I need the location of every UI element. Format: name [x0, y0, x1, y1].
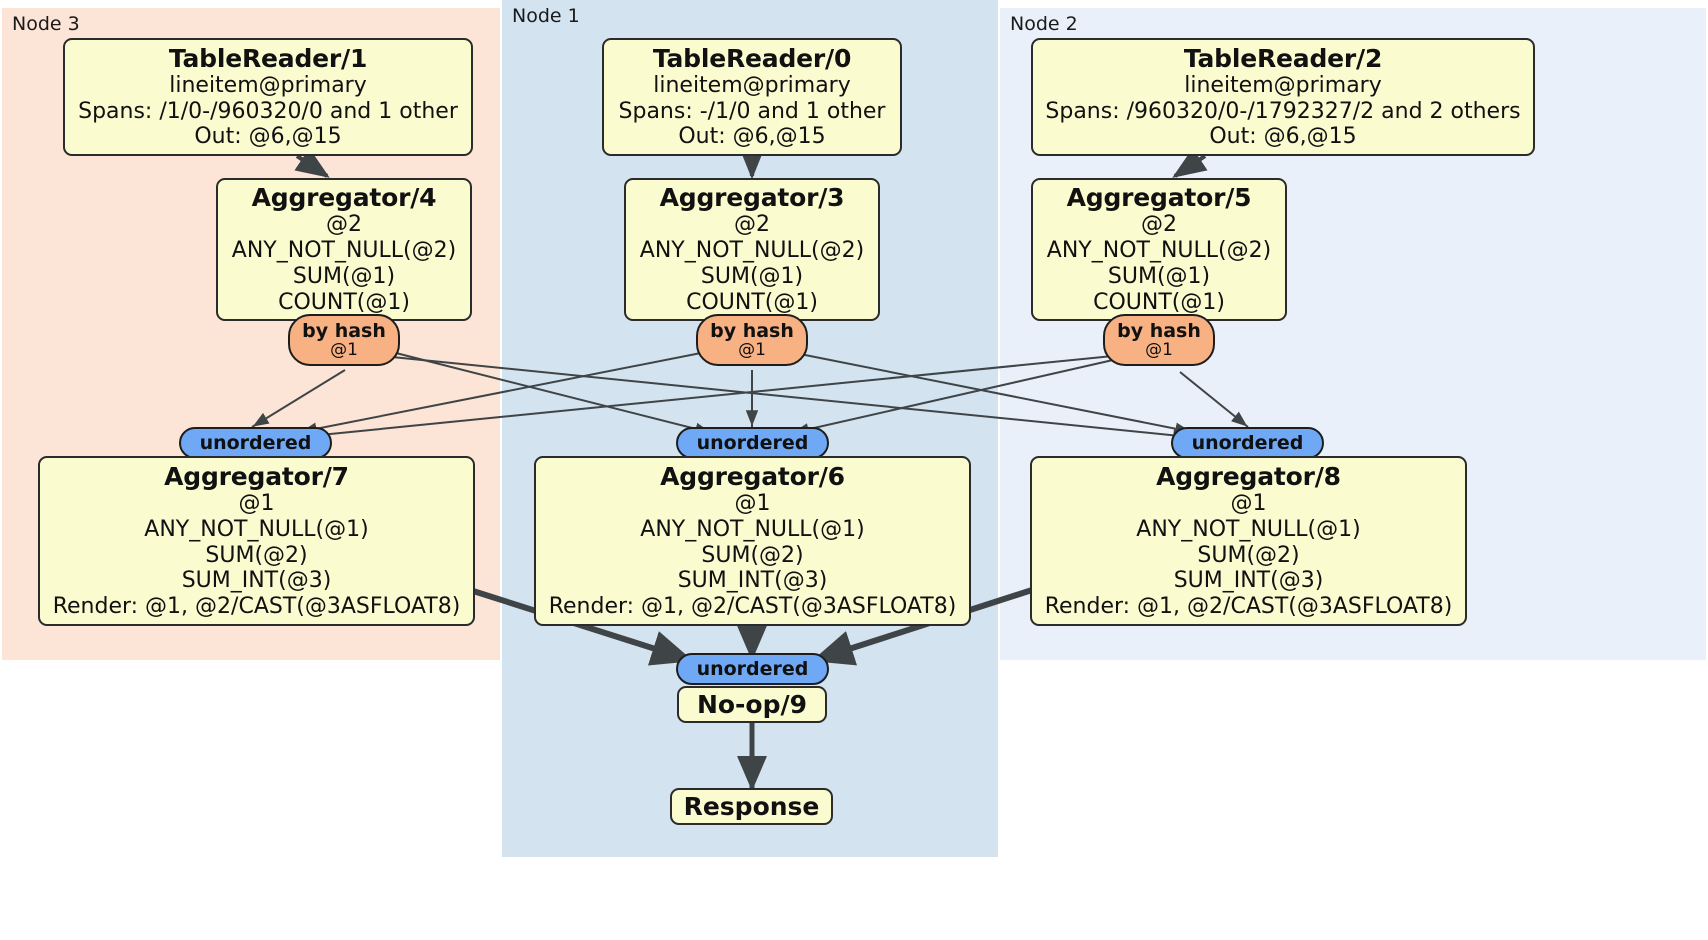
processor-title: Response — [683, 792, 820, 821]
processor-line: Spans: /1/0-/960320/0 and 1 other — [78, 98, 458, 124]
processor-title: No-op/9 — [696, 690, 808, 719]
processor-line: COUNT(@1) — [1093, 289, 1225, 315]
node-label-node3: Node 3 — [12, 13, 80, 35]
processor-title: TableReader/1 — [168, 43, 368, 73]
processor-line: SUM(@1) — [700, 264, 804, 289]
router-sublabel: @1 — [738, 339, 766, 360]
processor-table-reader-1[interactable]: TableReader/1 lineitem@primary Spans: /1… — [63, 38, 473, 156]
processor-aggregator-5[interactable]: Aggregator/5 @2 ANY_NOT_NULL(@2) SUM(@1)… — [1031, 178, 1287, 321]
receiver-label: unordered — [1191, 431, 1304, 454]
processor-aggregator-6[interactable]: Aggregator/6 @1 ANY_NOT_NULL(@1) SUM(@2)… — [534, 456, 971, 626]
receiver-unordered-final[interactable]: unordered — [676, 653, 829, 685]
receiver-unordered-right[interactable]: unordered — [1171, 427, 1324, 459]
processor-line: SUM_INT(@3) — [1173, 568, 1324, 594]
processor-title: TableReader/0 — [652, 43, 852, 73]
router-label: by hash — [302, 319, 386, 342]
processor-line: Render: @1, @2/CAST(@3ASFLOAT8) — [52, 594, 461, 620]
processor-line: lineitem@primary — [653, 72, 851, 98]
processor-line: @1 — [1230, 490, 1267, 516]
processor-line: SUM(@2) — [205, 542, 308, 568]
processor-line: Out: @6,@15 — [1209, 124, 1357, 150]
processor-line: Spans: -/1/0 and 1 other — [618, 98, 886, 124]
processor-line: COUNT(@1) — [686, 289, 818, 315]
processor-table-reader-0[interactable]: TableReader/0 lineitem@primary Spans: -/… — [602, 38, 902, 156]
router-sublabel: @1 — [330, 339, 358, 360]
processor-line: ANY_NOT_NULL(@2) — [231, 238, 457, 264]
processor-title: TableReader/2 — [1183, 43, 1383, 73]
processor-aggregator-3[interactable]: Aggregator/3 @2 ANY_NOT_NULL(@2) SUM(@1)… — [624, 178, 880, 321]
router-sublabel: @1 — [1145, 339, 1173, 360]
processor-title: Aggregator/7 — [164, 461, 349, 491]
processor-line: SUM(@1) — [1107, 264, 1211, 289]
processor-line: SUM(@1) — [292, 264, 396, 289]
processor-line: SUM_INT(@3) — [677, 568, 828, 594]
receiver-label: unordered — [199, 431, 312, 454]
node-label-node2: Node 2 — [1010, 13, 1078, 35]
processor-line: Out: @6,@15 — [194, 124, 342, 150]
processor-response[interactable]: Response — [670, 788, 833, 825]
processor-aggregator-8[interactable]: Aggregator/8 @1 ANY_NOT_NULL(@1) SUM(@2)… — [1030, 456, 1467, 626]
processor-line: ANY_NOT_NULL(@1) — [144, 516, 369, 542]
processor-line: @2 — [1141, 212, 1177, 238]
processor-line: COUNT(@1) — [278, 289, 410, 315]
processor-line: SUM(@2) — [1197, 542, 1300, 568]
router-label: by hash — [710, 319, 794, 342]
router-by-hash-left[interactable]: by hash @1 — [288, 314, 400, 366]
processor-title: Aggregator/3 — [659, 183, 845, 213]
processor-aggregator-7[interactable]: Aggregator/7 @1 ANY_NOT_NULL(@1) SUM(@2)… — [38, 456, 475, 626]
processor-title: Aggregator/6 — [660, 461, 845, 491]
receiver-unordered-center[interactable]: unordered — [676, 427, 829, 459]
processor-title: Aggregator/4 — [251, 183, 437, 213]
router-label: by hash — [1117, 319, 1201, 342]
processor-no-op-9[interactable]: No-op/9 — [677, 686, 827, 723]
processor-aggregator-4[interactable]: Aggregator/4 @2 ANY_NOT_NULL(@2) SUM(@1)… — [216, 178, 472, 321]
processor-line: SUM(@2) — [701, 542, 804, 568]
processor-line: @2 — [734, 212, 770, 238]
router-by-hash-right[interactable]: by hash @1 — [1103, 314, 1215, 366]
processor-line: lineitem@primary — [169, 72, 367, 98]
processor-line: @1 — [734, 490, 771, 516]
processor-line: ANY_NOT_NULL(@1) — [640, 516, 865, 542]
processor-line: ANY_NOT_NULL(@1) — [1136, 516, 1361, 542]
router-by-hash-center[interactable]: by hash @1 — [696, 314, 808, 366]
processor-line: @2 — [326, 212, 362, 238]
processor-line: ANY_NOT_NULL(@2) — [1046, 238, 1272, 264]
processor-line: Out: @6,@15 — [678, 124, 826, 150]
processor-line: Spans: /960320/0-/1792327/2 and 2 others — [1045, 98, 1521, 124]
processor-table-reader-2[interactable]: TableReader/2 lineitem@primary Spans: /9… — [1031, 38, 1535, 156]
processor-line: SUM_INT(@3) — [181, 568, 332, 594]
receiver-unordered-left[interactable]: unordered — [179, 427, 332, 459]
receiver-label: unordered — [696, 431, 809, 454]
processor-line: ANY_NOT_NULL(@2) — [639, 238, 865, 264]
processor-line: Render: @1, @2/CAST(@3ASFLOAT8) — [1044, 594, 1453, 620]
processor-title: Aggregator/5 — [1066, 183, 1252, 213]
processor-line: @1 — [238, 490, 275, 516]
receiver-label: unordered — [696, 657, 809, 680]
processor-line: lineitem@primary — [1184, 72, 1382, 98]
node-label-node1: Node 1 — [512, 5, 580, 27]
processor-title: Aggregator/8 — [1156, 461, 1341, 491]
processor-line: Render: @1, @2/CAST(@3ASFLOAT8) — [548, 594, 957, 620]
